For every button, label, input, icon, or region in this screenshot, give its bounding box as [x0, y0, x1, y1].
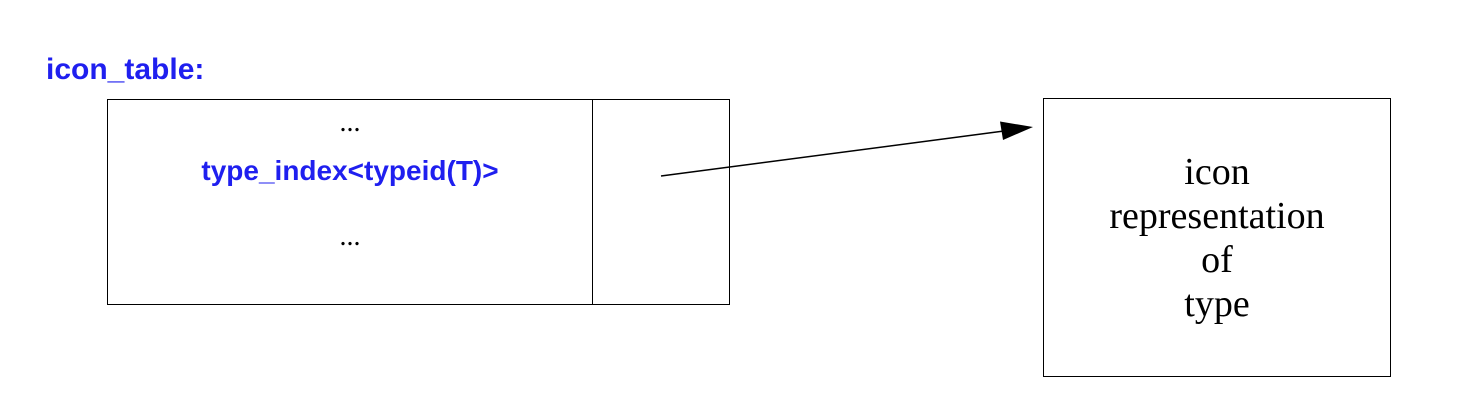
icon-label-line-1: icon: [1184, 150, 1250, 193]
pointer-arrow-head: [1000, 121, 1033, 140]
ellipsis-top: ...: [339, 107, 361, 138]
icon-label-line-3: of: [1201, 238, 1233, 281]
icon-label-line-2: representation: [1109, 194, 1325, 237]
type-index-entry: type_index<typeid(T)>: [201, 155, 499, 186]
icon-table-label: icon_table:: [46, 53, 205, 86]
icon-label-line-4: type: [1184, 282, 1250, 325]
ellipsis-bottom: ...: [339, 221, 361, 252]
icon-representation-box: icon representation of type: [1043, 98, 1391, 377]
key-column: ... type_index<typeid(T)> ...: [108, 100, 593, 304]
icon-table-box: ... type_index<typeid(T)> ...: [107, 99, 730, 305]
value-column: [593, 100, 729, 304]
